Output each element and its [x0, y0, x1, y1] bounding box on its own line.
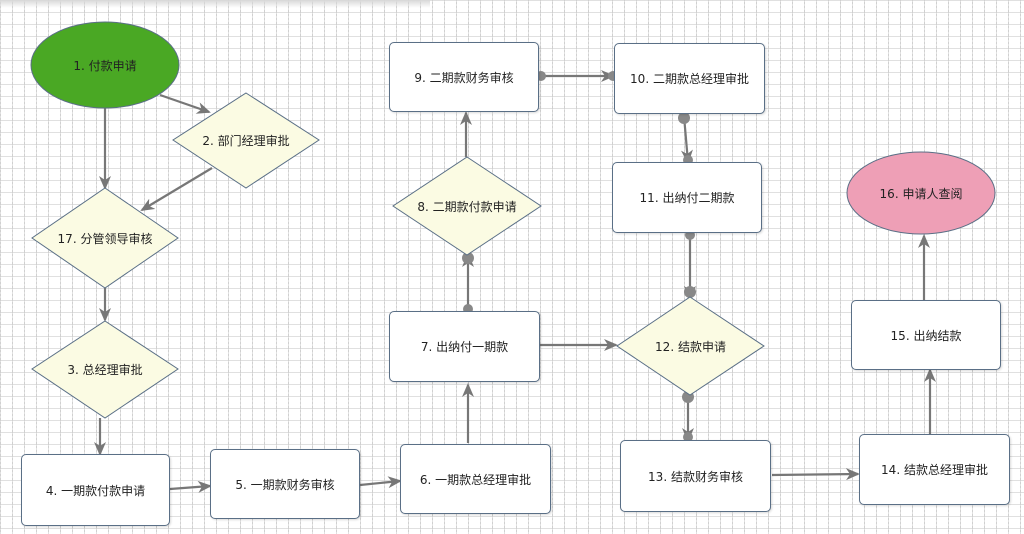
node-end-applicant-view[interactable]: 16. 申请人查阅	[846, 151, 996, 235]
node-label: 1. 付款申请	[73, 58, 137, 73]
edge-5-6	[359, 476, 402, 489]
node-second-payment-finance-review[interactable]: 9. 二期款财务审核	[389, 42, 539, 112]
node-division-leader-review[interactable]: 17. 分管领导审核	[31, 187, 179, 289]
node-settlement-gm-approval[interactable]: 14. 结款总经理审批	[859, 434, 1010, 505]
node-dept-manager-approval[interactable]: 2. 部门经理审批	[172, 92, 320, 189]
node-second-payment-gm-approval[interactable]: 10. 二期款总经理审批	[614, 43, 765, 114]
node-label: 12. 结款申请	[655, 339, 726, 354]
node-cashier-first-payment[interactable]: 7. 出纳付一期款	[389, 311, 540, 382]
diamond-shape	[31, 187, 179, 289]
node-label: 14. 结款总经理审批	[881, 463, 988, 477]
node-first-payment-gm-approval[interactable]: 6. 一期款总经理审批	[400, 444, 551, 514]
ellipse-shape	[30, 21, 180, 109]
node-label: 9. 二期款财务审核	[414, 70, 514, 85]
node-label: 15. 出纳结款	[890, 328, 962, 343]
node-start-payment-request[interactable]: 1. 付款申请	[30, 21, 180, 109]
diamond-shape	[172, 92, 320, 189]
ellipse-shape	[846, 151, 996, 235]
edge-4-5	[169, 480, 212, 493]
node-first-payment-request[interactable]: 4. 一期款付款申请	[21, 454, 170, 526]
node-second-payment-request[interactable]: 8. 二期款付款申请	[392, 156, 542, 256]
node-label: 5. 一期款财务审核	[235, 477, 335, 492]
node-label: 17. 分管领导审核	[57, 231, 153, 246]
node-label: 6. 一期款总经理审批	[419, 472, 532, 487]
node-first-payment-finance-review[interactable]: 5. 一期款财务审核	[210, 449, 360, 519]
window-shadow	[0, 0, 430, 8]
node-cashier-settlement[interactable]: 15. 出纳结款	[851, 300, 1001, 370]
edge-13-14	[771, 468, 860, 481]
node-label: 8. 二期款付款申请	[417, 199, 517, 214]
node-gm-approval[interactable]: 3. 总经理审批	[31, 320, 179, 419]
edge-2-17	[140, 167, 213, 212]
node-label: 16. 申请人查阅	[879, 186, 963, 201]
diamond-shape	[392, 156, 542, 256]
node-settlement-request[interactable]: 12. 结款申请	[616, 296, 765, 396]
node-label: 3. 总经理审批	[67, 363, 143, 377]
edge-1-2	[159, 93, 211, 114]
diamond-shape	[31, 320, 179, 419]
node-cashier-second-payment[interactable]: 11. 出纳付二期款	[612, 162, 762, 233]
diamond-shape	[616, 296, 765, 396]
node-label: 7. 出纳付一期款	[420, 340, 509, 354]
node-label: 2. 部门经理审批	[202, 134, 290, 148]
node-settlement-finance-review[interactable]: 13. 结款财务审核	[620, 440, 771, 512]
node-label: 10. 二期款总经理审批	[630, 72, 749, 86]
node-label: 13. 结款财务审核	[648, 469, 743, 484]
node-label: 11. 出纳付二期款	[639, 191, 735, 205]
node-label: 4. 一期款付款申请	[45, 483, 146, 498]
